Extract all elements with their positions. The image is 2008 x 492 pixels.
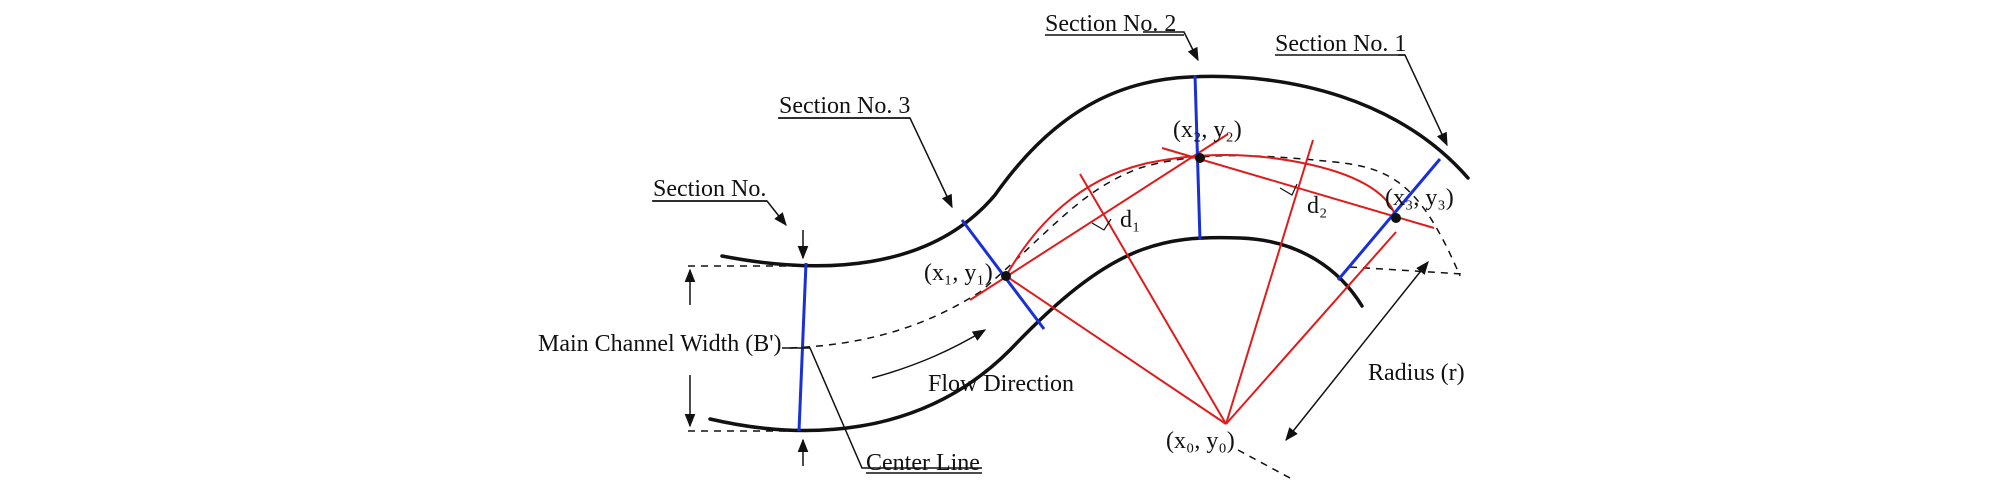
section-no-leader	[652, 200, 787, 227]
normal-line-1	[1079, 173, 1227, 425]
point-3-label: (x₃, y₃)	[1385, 185, 1454, 211]
section-1-leader	[1398, 54, 1448, 147]
section-2-label: Section No. 2	[1045, 11, 1176, 37]
point-1-dot	[1001, 271, 1011, 281]
radius-extension-top	[1349, 266, 1463, 275]
chord-1	[969, 133, 1229, 301]
point-0-label: (x₀, y₀)	[1166, 428, 1235, 454]
radius-label: Radius (r)	[1368, 360, 1465, 386]
inner-bank	[708, 235, 1364, 433]
d1-label: d₁	[1120, 207, 1140, 233]
fitted-arc	[1005, 153, 1397, 277]
flow-direction-label: Flow Direction	[928, 371, 1074, 397]
section-1-label: Section No. 1	[1275, 31, 1406, 57]
section-2-leader	[1143, 31, 1199, 62]
section-no-label: Section No.	[653, 176, 766, 202]
point-1-label: (x₁, y₁)	[924, 260, 993, 286]
point-2-label: (x₂, y₂)	[1173, 117, 1242, 143]
radius-line-1	[1005, 275, 1227, 425]
center-line-label: Center Line	[866, 450, 980, 476]
section-line-0	[797, 262, 808, 432]
center-line-leader	[782, 347, 982, 469]
radius-dimension	[1285, 260, 1429, 442]
point-2-dot	[1195, 153, 1205, 163]
d2-label: d₂	[1307, 193, 1327, 219]
section-3-leader	[778, 117, 953, 209]
chord-2	[1161, 147, 1435, 229]
outer-bank	[720, 74, 1470, 268]
normal-line-2	[1225, 139, 1314, 425]
radius-line-3	[1225, 231, 1397, 425]
right-angle-mark-1	[1091, 218, 1112, 231]
radius-extension-bottom	[1237, 449, 1291, 479]
section-3-label: Section No. 3	[779, 93, 910, 119]
main-channel-width-label: Main Channel Width (B')	[538, 331, 782, 357]
flow-direction-arrow	[871, 329, 987, 379]
center-line	[789, 154, 1461, 349]
point-3-dot	[1391, 213, 1401, 223]
right-angle-mark-2	[1279, 183, 1298, 196]
section-line-1	[1336, 158, 1442, 281]
